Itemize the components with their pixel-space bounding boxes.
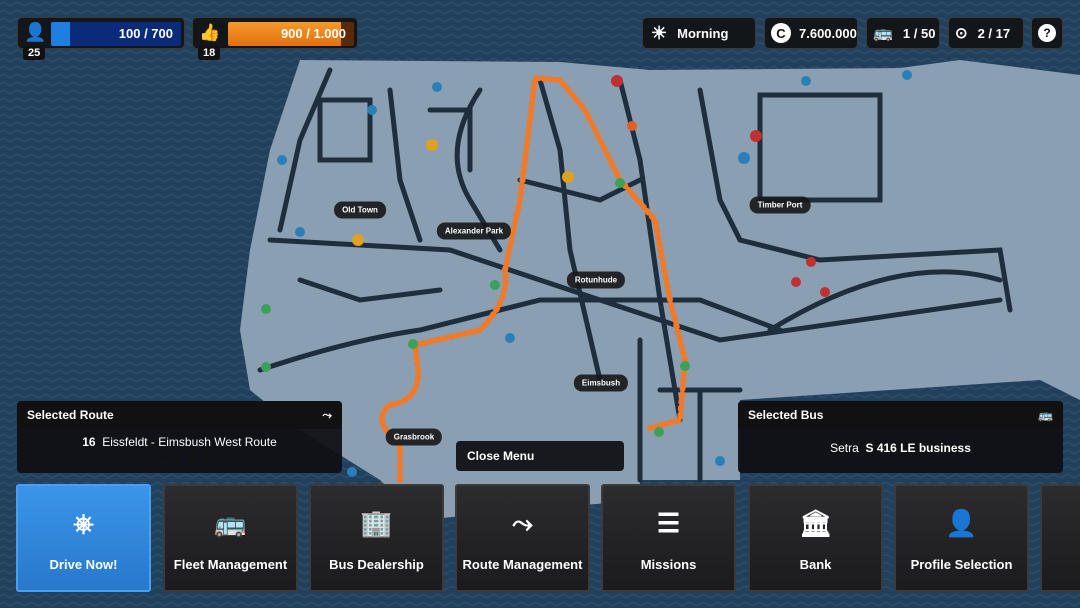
tile-label: Missions [640, 557, 697, 572]
route-icon: ⤳ [322, 407, 332, 422]
bus-dealership-button[interactable]: 🏢 Bus Dealership [309, 484, 444, 592]
tile-label: Bus Dealership [329, 557, 424, 572]
route-line [379, 74, 689, 483]
missions-button[interactable]: ☰ Missions [601, 484, 736, 592]
bank-icon: 🏛 [798, 508, 833, 538]
checklist-icon: ☰ [656, 508, 681, 538]
fleet-management-button[interactable]: 🚌 Fleet Management [163, 484, 298, 592]
drivers-meter: 👤 100 / 700 [17, 17, 185, 49]
selected-route-title: Selected Route [27, 408, 114, 422]
profile-selection-button[interactable]: 👤 Profile Selection [894, 484, 1029, 592]
reputation-value: 900 / 1.000 [280, 26, 346, 41]
coin-icon: C [771, 23, 791, 43]
tile-label: Drive Now! [49, 557, 118, 572]
selected-bus-panel[interactable]: Selected Bus 🚌 Setra S 416 LE business [738, 401, 1063, 473]
stop-count-label: 2 / 17 [977, 25, 1011, 41]
stop-count: ⊙ 2 / 17 [948, 17, 1024, 49]
bus-brand: Setra [830, 441, 859, 455]
buses-icon: 🚌 [214, 508, 247, 538]
drive-now-button[interactable]: ⎈ Drive Now! [16, 484, 151, 592]
route-number: 16 [82, 435, 96, 449]
tile-label: Bank [799, 557, 832, 572]
selected-route-panel[interactable]: Selected Route ⤳ 16 Eissfeldt - Eimsbush … [17, 401, 342, 473]
driver-icon: 👤 [24, 22, 47, 42]
route-management-button[interactable]: ⤳ Route Management [455, 484, 590, 592]
selected-bus-title: Selected Bus [748, 408, 824, 422]
time-of-day: ☀ Morning [642, 17, 756, 49]
thumbs-up-icon: 👍 [199, 23, 221, 42]
route-name: Eissfeldt - Eimsbush West Route [102, 435, 277, 449]
steering-wheel-icon: ⎈ [73, 508, 94, 538]
drivers-level: 25 [23, 46, 46, 60]
profile-icon: 👤 [945, 508, 978, 538]
help-button[interactable]: ? [1031, 17, 1063, 49]
bus-stop-icon: ⊙ [955, 25, 968, 42]
tile-label: Fleet Management [173, 557, 288, 572]
tile-label: Profile Selection [910, 557, 1013, 572]
reputation-bar: 900 / 1.000 [228, 22, 354, 46]
bank-button[interactable]: 🏛 Bank [748, 484, 883, 592]
map-label-alexander-park[interactable]: Alexander Park [436, 222, 512, 240]
drivers-value: 100 / 700 [118, 26, 173, 41]
time-of-day-label: Morning [677, 25, 729, 41]
bus-count-label: 1 / 50 [902, 25, 936, 41]
drivers-bar: 100 / 700 [51, 22, 181, 46]
map-markers [261, 70, 912, 477]
money-label: 7.600.000 [799, 25, 857, 41]
dealership-icon: 🏢 [360, 508, 393, 538]
map-label-grasbrook[interactable]: Grasbrook [385, 428, 443, 446]
bus-model: S 416 LE business [865, 441, 971, 455]
reputation-level: 18 [198, 46, 221, 60]
map-label-eimsbush[interactable]: Eimsbush [573, 374, 629, 392]
tile-label: Route Management [462, 557, 583, 572]
map-label-rotunhude[interactable]: Rotunhude [566, 271, 626, 289]
route-rating: ★★★★★ [145, 451, 214, 465]
route-icon: ⤳ [512, 508, 533, 538]
sun-icon: ☀ [651, 22, 668, 43]
bus-count: 🚌 1 / 50 [866, 17, 940, 49]
help-icon: ? [1038, 24, 1056, 42]
map-label-old-town[interactable]: Old Town [334, 201, 386, 219]
money: C 7.600.000 [764, 17, 858, 49]
bus-icon: 🚌 [1038, 408, 1053, 422]
bus-icon: 🚌 [873, 25, 893, 42]
map-label-timber-port[interactable]: Timber Port [749, 196, 811, 214]
close-menu-button[interactable]: Close Menu [456, 441, 624, 471]
reputation-meter: 👍 900 / 1.000 [192, 17, 358, 49]
more-tile-partial[interactable] [1040, 484, 1080, 592]
